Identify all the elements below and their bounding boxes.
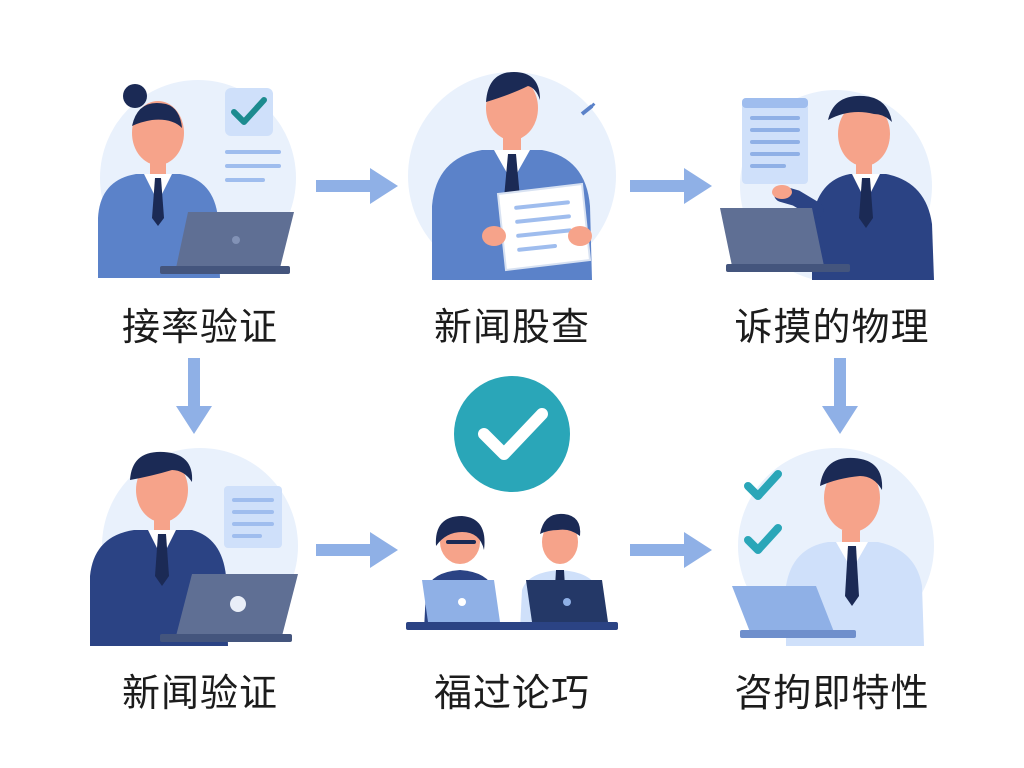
laptop-icon	[720, 208, 850, 272]
document-icon	[742, 98, 808, 184]
arrow-down-icon	[820, 356, 860, 436]
step-5-label: 福过论巧	[433, 671, 590, 715]
arrow-down-icon	[174, 356, 214, 436]
man-avatar	[772, 95, 934, 280]
laptop-icon	[732, 586, 856, 638]
sparkle-icon	[580, 102, 596, 116]
step-2-illustration	[402, 66, 622, 280]
arrow-right-icon	[314, 530, 400, 570]
step-1-illustration	[80, 78, 310, 278]
step-3-label: 诉摸的物理	[734, 305, 930, 349]
arrow-right-icon	[628, 530, 714, 570]
step-5-illustration	[402, 510, 622, 640]
laptop-icon	[422, 580, 500, 622]
step-4-illustration	[82, 446, 312, 646]
step-6-illustration	[716, 446, 946, 646]
laptop-icon	[160, 212, 294, 274]
laptop-icon	[526, 580, 608, 622]
step-3-illustration	[716, 90, 946, 280]
step-4-label: 新闻验证	[121, 671, 278, 715]
desk	[406, 622, 618, 630]
document-icon	[224, 486, 282, 548]
step-6-label: 咨拘即特性	[734, 671, 930, 715]
step-1-label: 接率验证	[121, 305, 278, 349]
arrow-right-icon	[628, 166, 714, 206]
step-2-label: 新闻股查	[433, 305, 590, 349]
checklist-icon	[744, 470, 782, 554]
laptop-icon	[160, 574, 298, 642]
arrow-right-icon	[314, 166, 400, 206]
document-icon	[482, 182, 592, 272]
checked-document-icon	[225, 88, 281, 182]
checkmark-badge-icon	[452, 374, 572, 498]
